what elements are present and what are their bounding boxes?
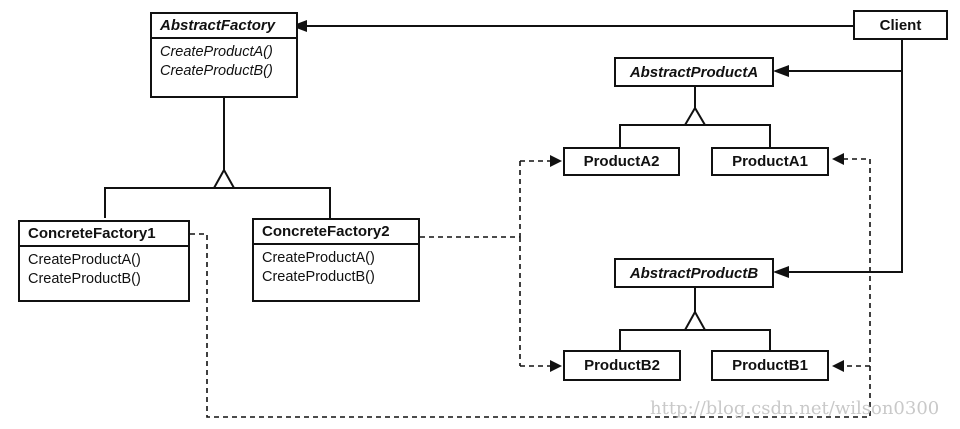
class-concretefactory1: ConcreteFactory1 CreateProductA() Create… (18, 220, 190, 302)
class-abstractproducta: AbstractProductA (614, 57, 774, 87)
class-name: AbstractFactory (160, 17, 276, 34)
inheritance-bar-productb (619, 329, 771, 350)
inheritance-triangle-producta (683, 106, 707, 126)
watermark-text: http://blog.csdn.net/wilson0300 (650, 398, 940, 419)
operation: CreateProductA() (262, 250, 375, 266)
operation: CreateProductA() (28, 252, 141, 268)
class-name: ConcreteFactory1 (28, 225, 156, 242)
class-name: ProductB2 (584, 357, 660, 374)
arrowhead-productb2 (550, 360, 562, 372)
association-client-abstractproducta (783, 40, 903, 72)
operation: CreateProductA() (160, 44, 273, 60)
class-name: ProductB1 (732, 357, 808, 374)
inheritance-bar-factory (104, 187, 331, 218)
class-name: ProductA2 (583, 153, 660, 170)
arrowhead-producta1 (832, 153, 844, 165)
operations: CreateProductA() CreateProductB() (254, 243, 418, 291)
operation: CreateProductB() (28, 271, 141, 287)
operation: CreateProductB() (160, 63, 273, 79)
class-client: Client (853, 10, 948, 40)
class-name: AbstractProductB (629, 264, 759, 282)
arrowhead-abstractfactory (291, 20, 307, 32)
operations: CreateProductA() CreateProductB() (20, 245, 188, 293)
class-name: ProductA1 (732, 153, 808, 170)
class-producta1: ProductA1 (711, 147, 829, 176)
class-name: ConcreteFactory2 (262, 223, 390, 240)
inheritance-bar-producta (619, 124, 771, 148)
arrowhead-abstractproducta (773, 65, 789, 77)
class-abstractfactory: AbstractFactory CreateProductA() CreateP… (150, 12, 298, 98)
class-producta2: ProductA2 (563, 147, 680, 176)
class-name: Client (879, 16, 922, 34)
arrowhead-productb1 (832, 360, 844, 372)
arrowhead-abstractproductb (773, 266, 789, 278)
arrowhead-producta2 (550, 155, 562, 167)
class-name: AbstractProductA (629, 63, 759, 81)
class-productb2: ProductB2 (563, 350, 681, 381)
operation: CreateProductB() (262, 269, 375, 285)
inheritance-triangle-factory (212, 167, 236, 189)
inheritance-triangle-productb (683, 309, 707, 331)
operations: CreateProductA() CreateProductB() (152, 37, 296, 85)
class-productb1: ProductB1 (711, 350, 829, 381)
association-client-abstractproductb (783, 71, 903, 273)
class-abstractproductb: AbstractProductB (614, 258, 774, 288)
dependency-cf1-products (190, 158, 871, 418)
class-concretefactory2: ConcreteFactory2 CreateProductA() Create… (252, 218, 420, 302)
